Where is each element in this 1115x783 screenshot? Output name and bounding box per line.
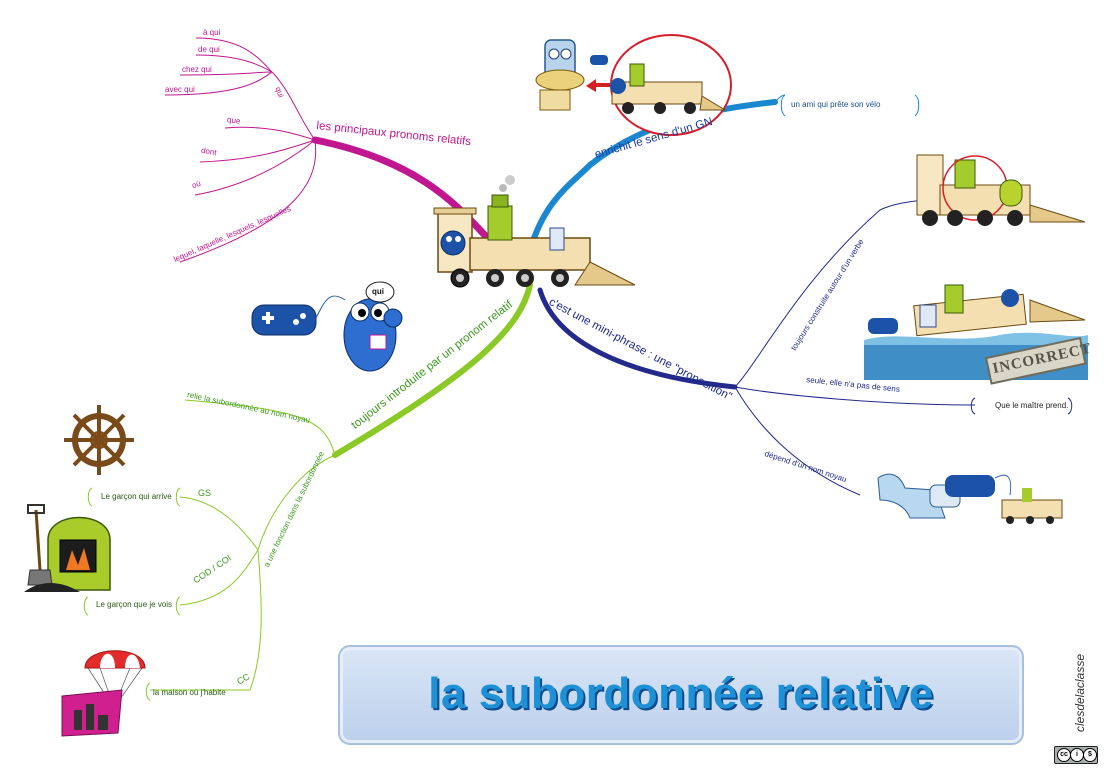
proposition-example: Que le maître prend. (995, 401, 1069, 410)
page-title: la subordonnée relative (428, 669, 934, 718)
hand-controller-icon (877, 473, 1063, 524)
function-gs: GS (198, 488, 212, 498)
title-plate: la subordonnée relative (338, 645, 1024, 745)
function-cc-example: la maison où j'habite (153, 688, 226, 697)
pronoun-a-qui: à qui (203, 28, 221, 37)
pronoun-que: que (226, 115, 241, 126)
ship-wheel-icon (64, 405, 134, 475)
qui-speech-bubble: qui (372, 287, 384, 296)
pronoun-de-qui: de qui (198, 45, 220, 54)
pronoun-avec-qui: avec qui (165, 85, 195, 94)
function-cod-example: Le garçon que je vois (96, 600, 173, 609)
parachute-icon (61, 650, 146, 737)
robot-magnifier-icon (535, 39, 610, 111)
right-train-icon (916, 154, 1086, 226)
pronoun-chez-qui: chez qui (182, 65, 212, 74)
watermark-text: clesdelaclasse (1073, 653, 1088, 733)
branch-proposition (537, 287, 738, 390)
watermark: clesdelaclasse (1073, 642, 1097, 742)
oven-shovel-icon (24, 504, 111, 592)
central-train-icon (433, 175, 636, 288)
gn-example: un ami qui prête son vélo (791, 100, 881, 109)
branch-introduced (332, 282, 533, 458)
monster-controller-icon (251, 281, 403, 372)
function-gs-example: Le garçon qui arrive (101, 492, 172, 501)
incorrect-stamp (984, 336, 1087, 385)
